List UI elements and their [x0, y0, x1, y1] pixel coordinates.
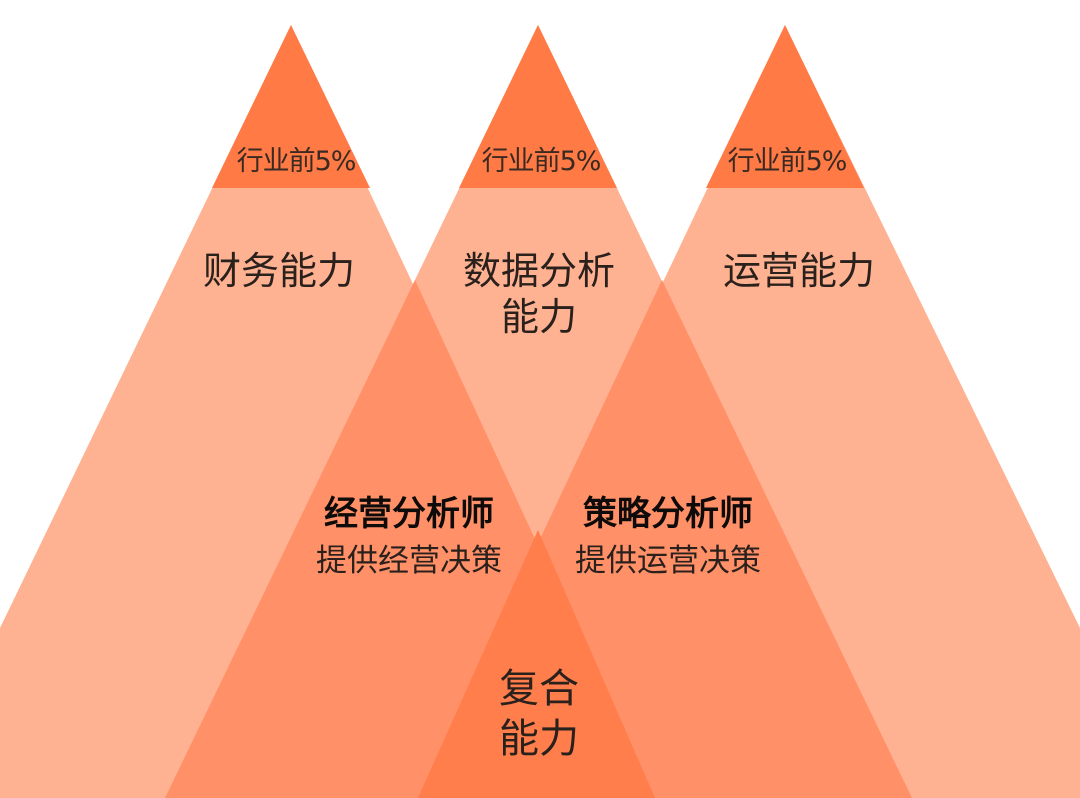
peak-operations — [706, 25, 864, 188]
overlap-all-three — [418, 530, 655, 798]
center-label-line1: 复合 — [499, 666, 579, 712]
peak-label-data-analysis: 行业前5% — [482, 146, 601, 177]
ability-label-operations: 运营能力 — [723, 249, 875, 293]
peak-finance — [212, 25, 370, 188]
peak-data-analysis — [459, 25, 617, 188]
ability-label-finance: 财务能力 — [203, 249, 355, 293]
role-desc-business-analyst: 提供经营决策 — [316, 543, 502, 579]
ability-label-data-analysis-line2: 能力 — [501, 295, 577, 339]
ability-label-data-analysis-line1: 数据分析 — [463, 249, 615, 293]
role-desc-strategy-analyst: 提供运营决策 — [575, 543, 761, 579]
center-label-line2: 能力 — [499, 716, 579, 762]
role-title-strategy-analyst: 策略分析师 — [583, 494, 753, 534]
role-title-business-analyst: 经营分析师 — [324, 494, 494, 534]
peak-label-finance: 行业前5% — [237, 146, 356, 177]
peak-label-operations: 行业前5% — [728, 146, 847, 177]
